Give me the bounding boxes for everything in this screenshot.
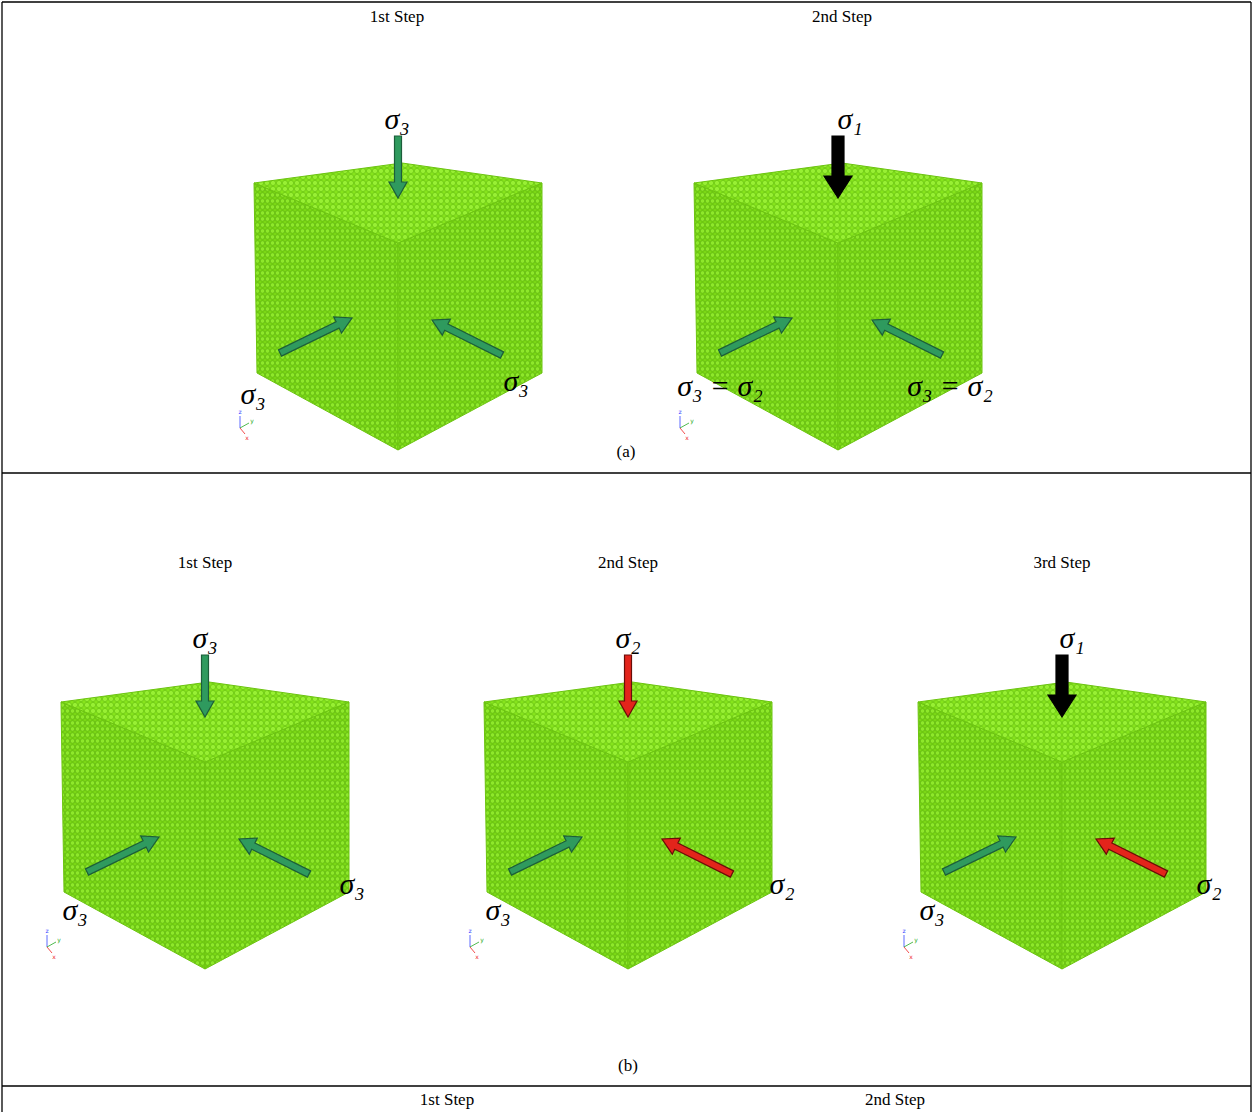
axis-label: z bbox=[238, 409, 241, 416]
panel-tag: (b) bbox=[618, 1057, 638, 1076]
axis-label: x bbox=[685, 435, 689, 442]
stress-label: σ₃ bbox=[62, 893, 87, 926]
stress-label: σ₃ bbox=[192, 621, 217, 654]
axis-label: y bbox=[250, 418, 254, 425]
stress-label: σ₃ bbox=[919, 893, 944, 926]
axis-label: x bbox=[475, 954, 479, 961]
axis-label: y bbox=[690, 418, 694, 425]
axis-y bbox=[904, 942, 913, 947]
load-arrow bbox=[279, 317, 353, 356]
axis-y bbox=[680, 423, 689, 428]
stress-label: σ₃ bbox=[384, 102, 409, 135]
stress-label: σ₁ bbox=[1059, 621, 1084, 654]
axis-z bbox=[47, 935, 48, 947]
panel-tag: (a) bbox=[617, 443, 636, 462]
step-label: 1st Step bbox=[178, 554, 232, 573]
stress-label: σ₃ bbox=[485, 893, 510, 926]
load-arrow bbox=[943, 836, 1017, 875]
stress-label: σ₁ bbox=[837, 102, 862, 135]
axis-label: x bbox=[245, 435, 249, 442]
axis-x bbox=[240, 428, 245, 434]
axis-label: y bbox=[914, 937, 918, 944]
step-label: 2nd Step bbox=[598, 554, 658, 573]
stress-label: σ₂ bbox=[1196, 867, 1221, 900]
step-label: 1st Step bbox=[420, 1091, 474, 1110]
axis-z bbox=[680, 416, 681, 428]
step-label: 2nd Step bbox=[812, 8, 872, 27]
stress-label: σ₃ bbox=[240, 377, 265, 410]
step-label: 2nd Step bbox=[865, 1091, 925, 1110]
table-line bbox=[1250, 2, 1251, 1112]
stress-label: σ₂ bbox=[615, 621, 640, 654]
load-arrow bbox=[196, 655, 214, 717]
axis-label: z bbox=[468, 928, 471, 935]
axis-z bbox=[904, 935, 905, 947]
axis-y bbox=[47, 942, 56, 947]
axis-label: z bbox=[45, 928, 48, 935]
table-line bbox=[2, 472, 1251, 473]
stress-label: σ₃ bbox=[339, 867, 364, 900]
step-label: 1st Step bbox=[370, 8, 424, 27]
load-arrow bbox=[662, 838, 734, 877]
stress-label: σ₃ = σ₂ bbox=[677, 369, 763, 402]
axis-y bbox=[470, 942, 479, 947]
stress-label: σ₂ bbox=[769, 867, 794, 900]
axis-x bbox=[470, 947, 475, 953]
load-arrow bbox=[432, 319, 504, 358]
axis-x bbox=[680, 428, 685, 434]
load-arrow bbox=[1048, 655, 1076, 717]
axis-label: x bbox=[909, 954, 913, 961]
axis-y bbox=[240, 423, 249, 428]
axis-label: y bbox=[480, 937, 484, 944]
load-arrow bbox=[509, 836, 583, 875]
load-arrow bbox=[239, 838, 311, 877]
stress-label: σ₃ bbox=[503, 364, 528, 397]
table-line bbox=[1, 2, 2, 1112]
load-arrow bbox=[389, 136, 407, 198]
load-arrow bbox=[1096, 838, 1168, 877]
table-line bbox=[2, 1085, 1251, 1086]
axis-label: z bbox=[902, 928, 905, 935]
stress-label: σ₃ = σ₂ bbox=[907, 369, 993, 402]
cube-group bbox=[47, 136, 1206, 969]
load-arrow bbox=[86, 836, 160, 875]
axis-x bbox=[904, 947, 909, 953]
axis-x bbox=[47, 947, 52, 953]
table-line bbox=[2, 1, 1251, 2]
load-arrow bbox=[872, 319, 944, 358]
load-arrow bbox=[824, 136, 852, 198]
axis-label: x bbox=[52, 954, 56, 961]
load-arrow bbox=[619, 655, 637, 717]
axis-label: y bbox=[57, 937, 61, 944]
load-arrow bbox=[719, 317, 793, 356]
step-label: 3rd Step bbox=[1033, 554, 1090, 573]
axis-z bbox=[240, 416, 241, 428]
axis-label: z bbox=[678, 409, 681, 416]
axis-z bbox=[470, 935, 471, 947]
